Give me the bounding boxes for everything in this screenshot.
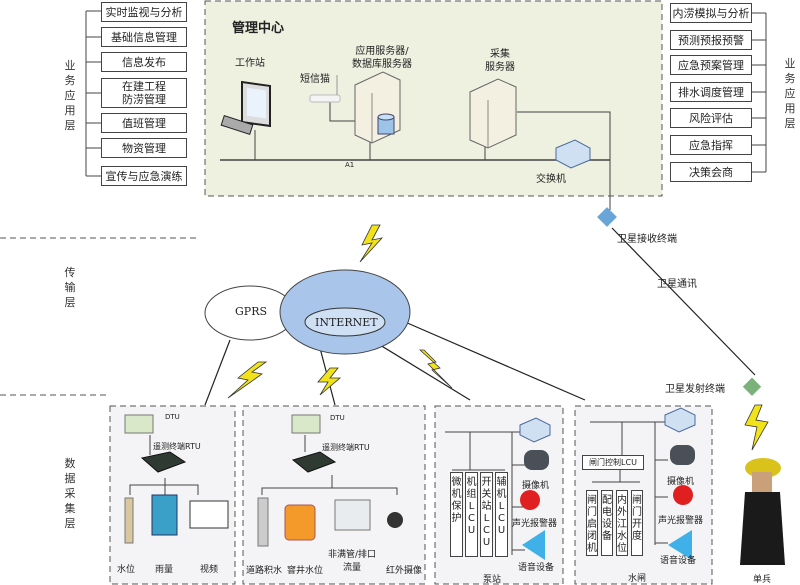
app-server-label: 应用服务器/ 数据库服务器 <box>352 46 412 70</box>
module-box[interactable]: 决策会商 <box>670 162 752 182</box>
pump-unit: 机组LCU <box>465 472 478 557</box>
sensor-label: 窨井水位 <box>287 566 324 576</box>
gprs-label: GPRS <box>235 305 268 318</box>
lightning-icon <box>227 361 268 399</box>
module-box[interactable]: 物资管理 <box>101 138 187 158</box>
module-box[interactable]: 宣传与应急演练 <box>101 166 187 186</box>
sensor-label: 水位 <box>117 565 136 575</box>
module-box[interactable]: 应急预案管理 <box>670 55 752 75</box>
gate-label: 水闸 <box>628 574 647 584</box>
alarm-icon <box>520 490 540 510</box>
pump-unit: 辅机LCU <box>495 472 508 557</box>
workstation-label: 工作站 <box>235 58 265 69</box>
camera-icon <box>524 450 549 470</box>
module-box[interactable]: 基础信息管理 <box>101 27 187 47</box>
voice-label: 语音设备 <box>518 563 555 573</box>
gate-unit: 配电设备 <box>601 490 613 556</box>
module-box[interactable]: 实时监视与分析 <box>101 2 187 22</box>
speaker-icon <box>668 530 692 560</box>
camera-label: 摄像机 <box>522 481 550 491</box>
module-box[interactable]: 应急指挥 <box>670 135 752 155</box>
alarm-icon <box>673 485 693 505</box>
gate-unit: 闸门启闭机 <box>586 490 598 556</box>
switch-label: 交换机 <box>536 174 566 185</box>
gate-lcu: 闸门控制LCU <box>582 455 644 470</box>
rtu-label: 遥测终端RTU <box>153 442 201 451</box>
workstation-icon <box>220 80 271 136</box>
dtu-icon <box>124 414 154 434</box>
pump-unit: 开关站LCU <box>480 472 493 557</box>
module-box[interactable]: 内涝模拟与分析 <box>670 3 752 23</box>
satellite-link <box>611 227 756 376</box>
module-box[interactable]: 排水调度管理 <box>670 82 752 102</box>
lightning-icon <box>317 367 342 396</box>
switch-icon <box>664 407 696 433</box>
camera-icon <box>670 445 695 465</box>
lightning-icon <box>359 224 384 263</box>
layer-label-transport: 传输层 <box>64 266 76 309</box>
sensor-label: 视频 <box>200 565 219 575</box>
satellite-receiver-label: 卫星接收终端 <box>617 234 677 245</box>
collect-server-icon <box>469 78 517 149</box>
speaker-icon <box>522 530 545 560</box>
flow-meter-icon <box>334 499 371 531</box>
module-box[interactable]: 信息发布 <box>101 52 187 72</box>
right-bracket <box>752 12 767 173</box>
alarm-label: 声光报警器 <box>658 516 704 526</box>
layer-label-business-left: 业务应用层 <box>64 59 76 132</box>
dtu-label: DTU <box>330 414 345 422</box>
dtu-icon <box>291 414 321 434</box>
switch-icon <box>519 417 551 443</box>
lightning-icon <box>418 349 453 389</box>
rain-gauge-icon <box>151 494 178 536</box>
left-bracket <box>85 10 101 177</box>
water-level-sensor-icon <box>124 497 134 544</box>
module-box[interactable]: 预测预报预警 <box>670 30 752 50</box>
management-center-box <box>204 0 663 197</box>
voice-label: 语音设备 <box>660 556 697 566</box>
dtu-label: DTU <box>165 413 180 421</box>
satellite-transmitter-label: 卫星发射终端 <box>665 384 725 395</box>
sensor-label: 红外摄像 <box>386 566 423 576</box>
sms-modem-label: 短信猫 <box>300 74 330 85</box>
alarm-label: 声光报警器 <box>512 519 558 529</box>
gate-unit: 内外江水位 <box>616 490 628 556</box>
sensor-label: 非满管/排口 流量 <box>328 550 377 573</box>
rtu-icon <box>291 451 337 473</box>
layer-label-business-right: 业务应用层 <box>784 57 796 130</box>
internet-cloud <box>279 269 411 355</box>
soldier-icon <box>740 458 785 565</box>
lightning-icon <box>744 404 769 451</box>
rtu-label: 遥测终端RTU <box>322 443 370 452</box>
pump-station-label: 泵站 <box>483 575 502 585</box>
satellite-transmitter-icon <box>742 377 762 396</box>
station2-box <box>242 405 426 585</box>
module-box[interactable]: 值班管理 <box>101 113 187 133</box>
center-title: 管理中心 <box>232 21 285 36</box>
video-camera-icon <box>189 500 229 529</box>
collect-server-label: 采集 服务器 <box>485 49 515 73</box>
satellite-receiver-icon <box>597 207 617 227</box>
bus-label: A1 <box>345 161 355 169</box>
sensor-label: 雨量 <box>155 565 174 575</box>
camera-label: 摄像机 <box>667 477 695 487</box>
manhole-sensor-icon <box>284 504 316 541</box>
sensor-label: 道路积水 <box>246 566 283 576</box>
database-icon <box>377 113 395 135</box>
road-water-sensor-icon <box>257 497 269 547</box>
pump-unit: 微机保护 <box>450 472 463 557</box>
rtu-icon <box>140 451 187 473</box>
module-box[interactable]: 风险评估 <box>670 108 752 128</box>
internet-label: INTERNET <box>315 316 378 329</box>
sms-modem-icon <box>309 94 341 103</box>
soldier-label: 单兵 <box>753 575 772 585</box>
infrared-camera-icon <box>387 512 403 528</box>
satellite-comm-label: 卫星通讯 <box>657 279 697 290</box>
switch-icon <box>555 139 591 169</box>
layer-label-collection: 数据采集层 <box>64 457 76 530</box>
gate-unit: 闸门开度 <box>631 490 643 556</box>
module-box[interactable]: 在建工程 防涝管理 <box>101 78 187 108</box>
